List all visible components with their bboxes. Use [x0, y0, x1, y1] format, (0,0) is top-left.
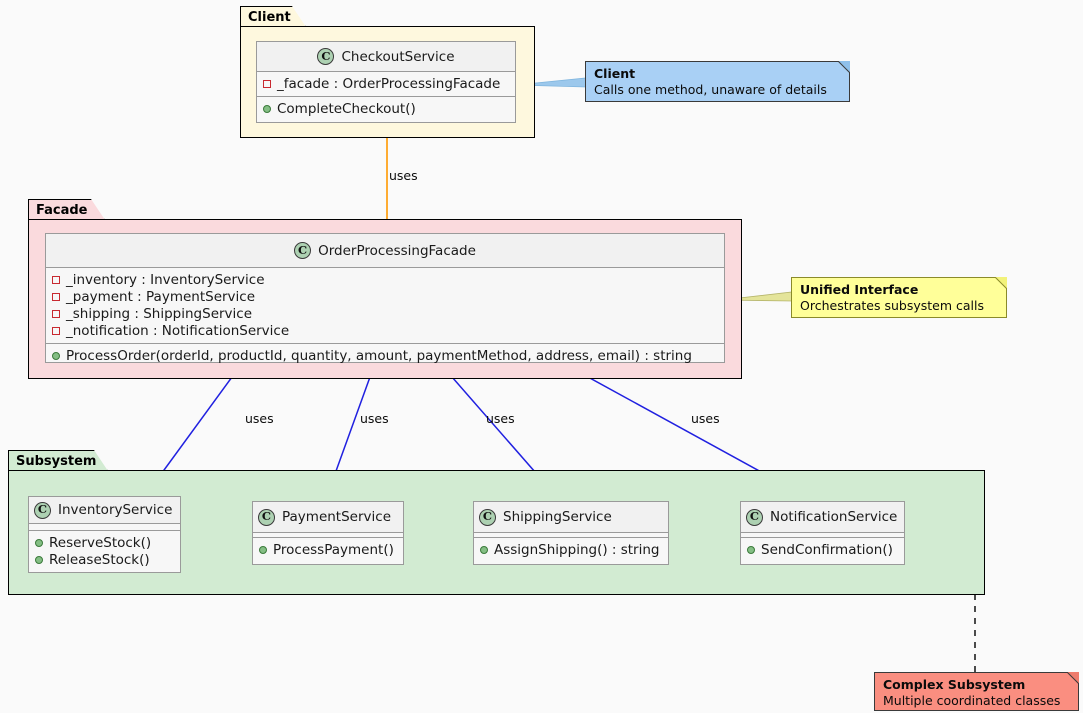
method-row: ReleaseStock(): [35, 551, 174, 568]
class-payment-service-attributes: [253, 533, 403, 538]
method-text: ProcessPayment(): [273, 541, 394, 558]
green-dot-icon: [52, 351, 60, 360]
package-client-label: Client: [248, 9, 291, 25]
method-row: SendConfirmation(): [747, 541, 898, 558]
class-notification-service-methods: SendConfirmation(): [741, 538, 904, 562]
package-facade-tab: Facade: [28, 199, 105, 220]
edge-label-facade-to-shipping: uses: [486, 411, 515, 426]
note-unified-interface-title: Unified Interface: [800, 282, 919, 297]
class-payment-service-name: PaymentService: [282, 509, 391, 525]
edge-label-client-to-facade: uses: [389, 168, 418, 183]
package-facade-label: Facade: [36, 202, 88, 218]
class-order-processing-facade-name: OrderProcessingFacade: [318, 242, 476, 259]
package-subsystem-label: Subsystem: [16, 453, 97, 469]
class-checkout-service-title: C CheckoutService: [257, 42, 515, 72]
package-client-tab: Client: [240, 6, 306, 27]
class-notification-service[interactable]: C NotificationService SendConfirmation(): [740, 501, 905, 565]
attribute-row: _facade : OrderProcessingFacade: [263, 75, 509, 92]
method-text: ReleaseStock(): [49, 551, 150, 568]
class-checkout-service-attributes: _facade : OrderProcessingFacade: [257, 72, 515, 97]
note-complex-subsystem-body: Multiple coordinated classes: [883, 692, 1061, 708]
attribute-row: _notification : NotificationService: [52, 322, 718, 339]
class-order-processing-facade-title: C OrderProcessingFacade: [46, 234, 724, 268]
note-client-body: Calls one method, unaware of details: [594, 81, 827, 97]
green-dot-icon: [747, 545, 755, 554]
method-text: SendConfirmation(): [761, 541, 893, 558]
attribute-text: _payment : PaymentService: [66, 288, 256, 305]
class-shipping-service[interactable]: C ShippingService AssignShipping() : str…: [473, 501, 669, 565]
edge-label-facade-to-payment: uses: [360, 411, 389, 426]
class-notification-service-title: C NotificationService: [741, 502, 904, 533]
attribute-text: _facade : OrderProcessingFacade: [277, 75, 501, 92]
class-payment-service[interactable]: C PaymentService ProcessPayment(): [252, 501, 404, 565]
class-circle-icon: C: [746, 508, 763, 526]
class-notification-service-name: NotificationService: [770, 509, 898, 525]
note-unified-interface[interactable]: Unified Interface Orchestrates subsystem…: [791, 277, 1007, 318]
class-shipping-service-title: C ShippingService: [474, 502, 668, 533]
method-row: ReserveStock(): [35, 534, 174, 551]
class-inventory-service-title: C InventoryService: [29, 497, 180, 524]
note-unified-interface-body: Orchestrates subsystem calls: [800, 297, 985, 313]
note-fold-icon: [995, 277, 1007, 289]
class-shipping-service-name: ShippingService: [503, 509, 612, 525]
method-text: ProcessOrder(orderId, productId, quantit…: [66, 347, 692, 364]
note-fold-icon: [1067, 672, 1079, 684]
package-subsystem-tab: Subsystem: [8, 450, 108, 471]
class-circle-icon: C: [34, 501, 51, 519]
class-payment-service-title: C PaymentService: [253, 502, 403, 533]
green-dot-icon: [263, 104, 271, 113]
class-checkout-service-methods: CompleteCheckout(): [257, 97, 515, 121]
class-circle-icon: C: [317, 48, 335, 65]
note-complex-subsystem[interactable]: Complex Subsystem Multiple coordinated c…: [874, 672, 1079, 711]
method-text: ReserveStock(): [49, 534, 152, 551]
attribute-row: _payment : PaymentService: [52, 288, 718, 305]
class-order-processing-facade[interactable]: C OrderProcessingFacade _inventory : Inv…: [45, 233, 725, 364]
method-row: CompleteCheckout(): [263, 100, 509, 117]
note-client-title: Client: [594, 66, 636, 81]
attribute-text: _inventory : InventoryService: [66, 271, 265, 288]
method-row: ProcessPayment(): [259, 541, 397, 558]
attribute-row: _inventory : InventoryService: [52, 271, 718, 288]
class-shipping-service-attributes: [474, 533, 668, 538]
class-order-processing-facade-attributes: _inventory : InventoryService _payment :…: [46, 268, 724, 344]
green-dot-icon: [480, 545, 488, 554]
red-square-icon: [52, 309, 60, 318]
class-payment-service-methods: ProcessPayment(): [253, 538, 403, 562]
method-text: AssignShipping() : string: [494, 541, 660, 558]
note-fold-icon: [838, 61, 850, 73]
note-complex-subsystem-title: Complex Subsystem: [883, 677, 1026, 692]
red-square-icon: [52, 292, 60, 301]
class-inventory-service[interactable]: C InventoryService ReserveStock() Releas…: [28, 496, 181, 573]
class-shipping-service-methods: AssignShipping() : string: [474, 538, 668, 562]
class-inventory-service-methods: ReserveStock() ReleaseStock(): [29, 531, 180, 572]
attribute-text: _shipping : ShippingService: [66, 305, 253, 322]
class-circle-icon: C: [294, 242, 312, 259]
note-client[interactable]: Client Calls one method, unaware of deta…: [585, 61, 850, 102]
edge-label-facade-to-notification: uses: [691, 411, 720, 426]
method-row: AssignShipping() : string: [480, 541, 662, 558]
red-square-icon: [263, 79, 271, 88]
method-row: ProcessOrder(orderId, productId, quantit…: [52, 347, 718, 364]
edge-label-facade-to-inventory: uses: [245, 411, 274, 426]
red-square-icon: [52, 275, 60, 284]
method-text: CompleteCheckout(): [277, 100, 416, 117]
class-inventory-service-attributes: [29, 524, 180, 531]
attribute-row: _shipping : ShippingService: [52, 305, 718, 322]
red-square-icon: [52, 326, 60, 335]
class-order-processing-facade-methods: ProcessOrder(orderId, productId, quantit…: [46, 344, 724, 368]
class-circle-icon: C: [479, 508, 496, 526]
green-dot-icon: [259, 545, 267, 554]
green-dot-icon: [35, 538, 43, 547]
green-dot-icon: [35, 555, 43, 564]
class-circle-icon: C: [258, 508, 275, 526]
class-inventory-service-name: InventoryService: [58, 502, 173, 518]
class-notification-service-attributes: [741, 533, 904, 538]
class-checkout-service-name: CheckoutService: [341, 48, 455, 65]
attribute-text: _notification : NotificationService: [66, 322, 290, 339]
class-checkout-service[interactable]: C CheckoutService _facade : OrderProcess…: [256, 41, 516, 123]
